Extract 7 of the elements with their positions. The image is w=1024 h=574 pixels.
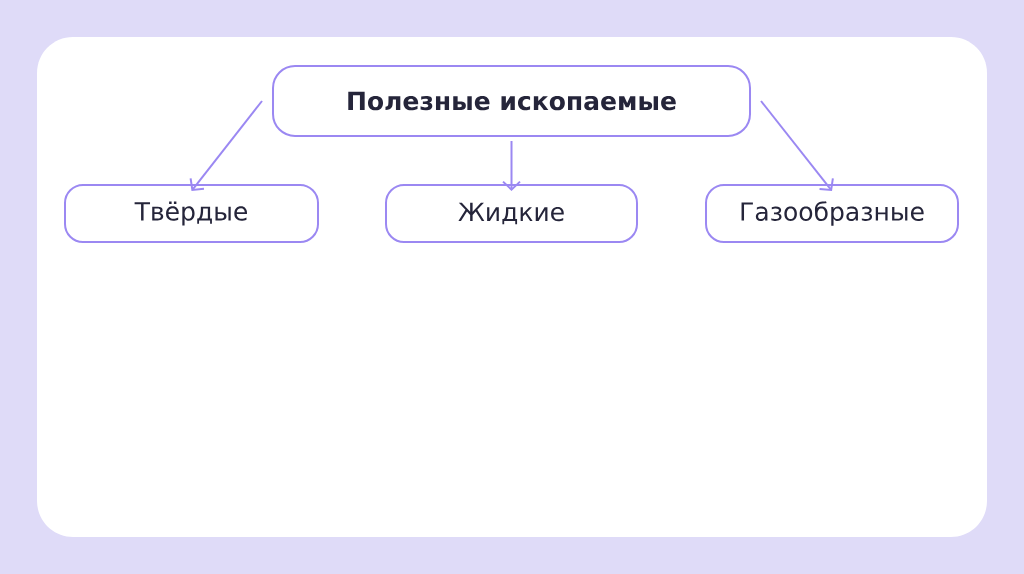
- category-box: Газообразные: [705, 184, 959, 243]
- category-box: Твёрдые: [64, 184, 319, 243]
- arrow: [760, 100, 834, 191]
- heading-box: Полезные ископаемые: [272, 65, 751, 137]
- category-box: Жидкие: [385, 184, 638, 243]
- arrow: [502, 140, 521, 191]
- arrow: [189, 100, 263, 191]
